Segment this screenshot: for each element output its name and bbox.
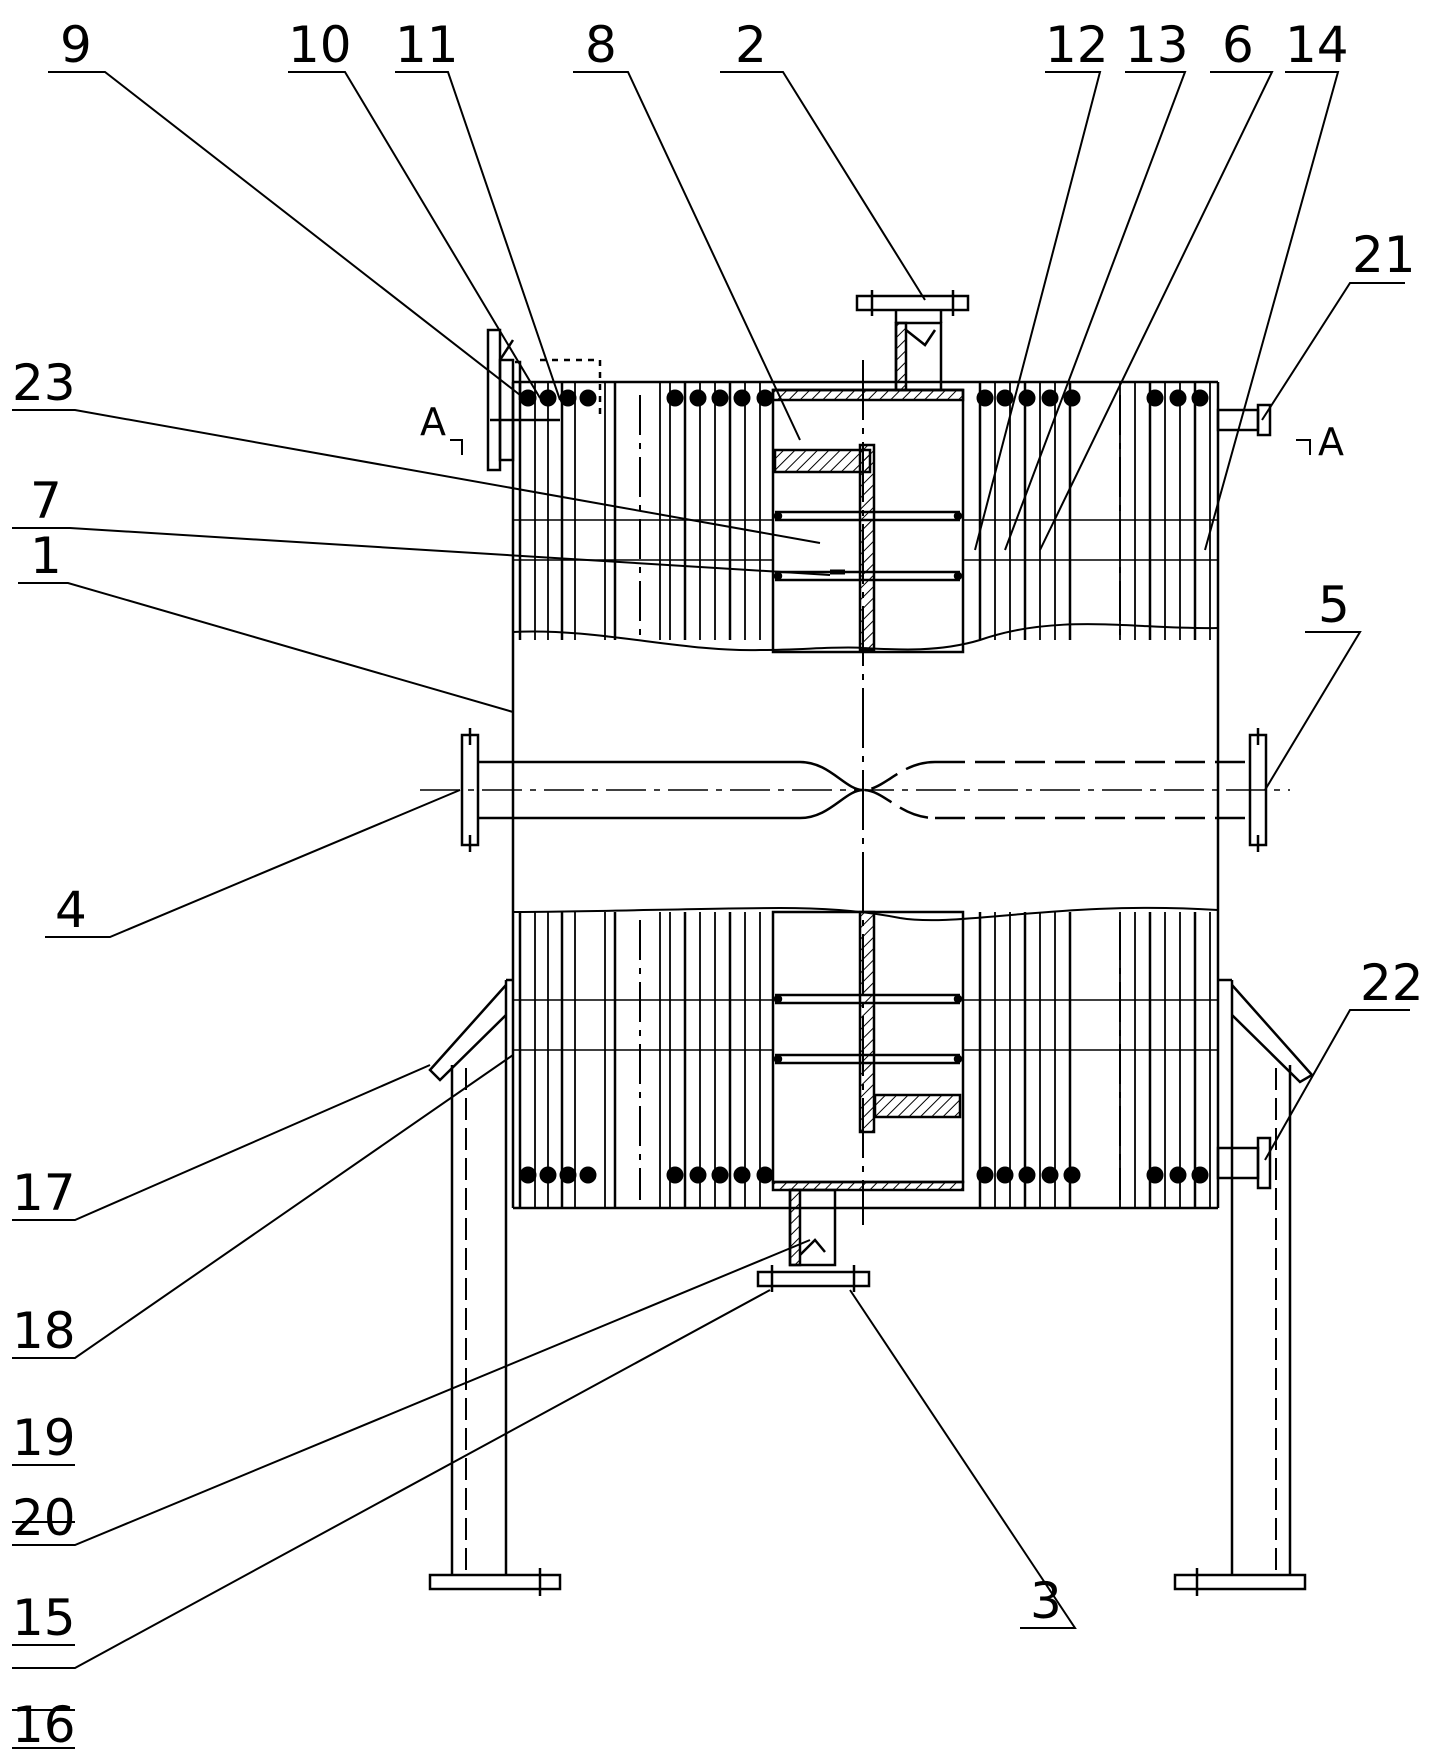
- upper-plates: [513, 382, 1218, 640]
- label-17: 17: [12, 1164, 76, 1222]
- plate-ring: [1146, 389, 1164, 407]
- plate-ring: [666, 389, 684, 407]
- plate-ring: [1041, 389, 1059, 407]
- plate-ring: [559, 389, 577, 407]
- plate-ring: [1041, 1166, 1059, 1184]
- label-underlines: [12, 1464, 75, 1749]
- plate-ring: [1191, 389, 1209, 407]
- upper-plate-rings: [519, 389, 1209, 407]
- plate-ring: [733, 389, 751, 407]
- leader-lines: [12, 71, 1410, 1711]
- lower-plates: [513, 912, 1218, 1208]
- label-19: 19: [12, 1409, 76, 1467]
- svg-text:A: A: [420, 400, 446, 444]
- plate-ring: [666, 1166, 684, 1184]
- plate-ring: [519, 389, 537, 407]
- cross-pipe: [460, 728, 864, 852]
- plate-ring: [579, 389, 597, 407]
- label-16: 16: [12, 1696, 76, 1749]
- lower-core: [771, 910, 965, 1192]
- plate-ring: [579, 1166, 597, 1184]
- plate-ring: [1191, 1166, 1209, 1184]
- label-23: 23: [12, 354, 76, 412]
- cross-pipe-right: [862, 760, 1250, 820]
- right-lower-nozzle: [1216, 1136, 1272, 1190]
- plate-ring: [559, 1166, 577, 1184]
- label-21: 21: [1352, 226, 1416, 284]
- plate-ring: [756, 389, 774, 407]
- section-mark-right: A: [1296, 420, 1344, 464]
- label-2: 2: [735, 16, 767, 74]
- label-8: 8: [585, 16, 617, 74]
- plate-ring: [689, 389, 707, 407]
- plate-ring: [756, 1166, 774, 1184]
- plate-ring: [1018, 1166, 1036, 1184]
- plate-ring: [996, 389, 1014, 407]
- plate-ring: [733, 1166, 751, 1184]
- label-4: 4: [55, 881, 87, 939]
- label-13: 13: [1125, 16, 1189, 74]
- label-12: 12: [1045, 16, 1109, 74]
- label-9: 9: [60, 16, 92, 74]
- upper-core: [771, 388, 965, 654]
- label-18: 18: [12, 1302, 76, 1360]
- left-support-leg: [428, 978, 562, 1596]
- label-7: 7: [30, 472, 62, 530]
- label-10: 10: [288, 16, 352, 74]
- bottom-outlet-nozzle: [756, 1188, 871, 1292]
- part-labels: 9 10 11 8 2 12 13 6 14 21 23 7 1 5 4 22 …: [12, 16, 1424, 1749]
- label-11: 11: [395, 16, 459, 74]
- plate-ring: [1063, 1166, 1081, 1184]
- plate-ring: [976, 1166, 994, 1184]
- svg-text:A: A: [1318, 420, 1344, 464]
- label-14: 14: [1285, 16, 1349, 74]
- plate-ring: [539, 1166, 557, 1184]
- label-15: 15: [12, 1589, 76, 1647]
- plate-ring: [1169, 1166, 1187, 1184]
- plate-ring: [1169, 389, 1187, 407]
- label-22: 22: [1360, 954, 1424, 1012]
- plate-ring: [519, 1166, 537, 1184]
- plate-ring: [711, 389, 729, 407]
- label-3: 3: [1030, 1572, 1062, 1630]
- label-1: 1: [30, 527, 62, 585]
- left-clamp: [486, 328, 602, 472]
- plate-ring: [1063, 389, 1081, 407]
- top-inlet-nozzle: [855, 290, 970, 392]
- right-support-leg: [1173, 978, 1314, 1596]
- plate-ring: [1146, 1166, 1164, 1184]
- plate-ring: [996, 1166, 1014, 1184]
- label-20: 20: [12, 1489, 76, 1547]
- label-5: 5: [1318, 576, 1350, 634]
- plate-ring: [539, 389, 557, 407]
- label-6: 6: [1222, 16, 1254, 74]
- section-mark-left: A: [420, 400, 463, 455]
- plate-ring: [711, 1166, 729, 1184]
- plate-ring: [976, 389, 994, 407]
- plate-ring: [1018, 389, 1036, 407]
- plate-ring: [689, 1166, 707, 1184]
